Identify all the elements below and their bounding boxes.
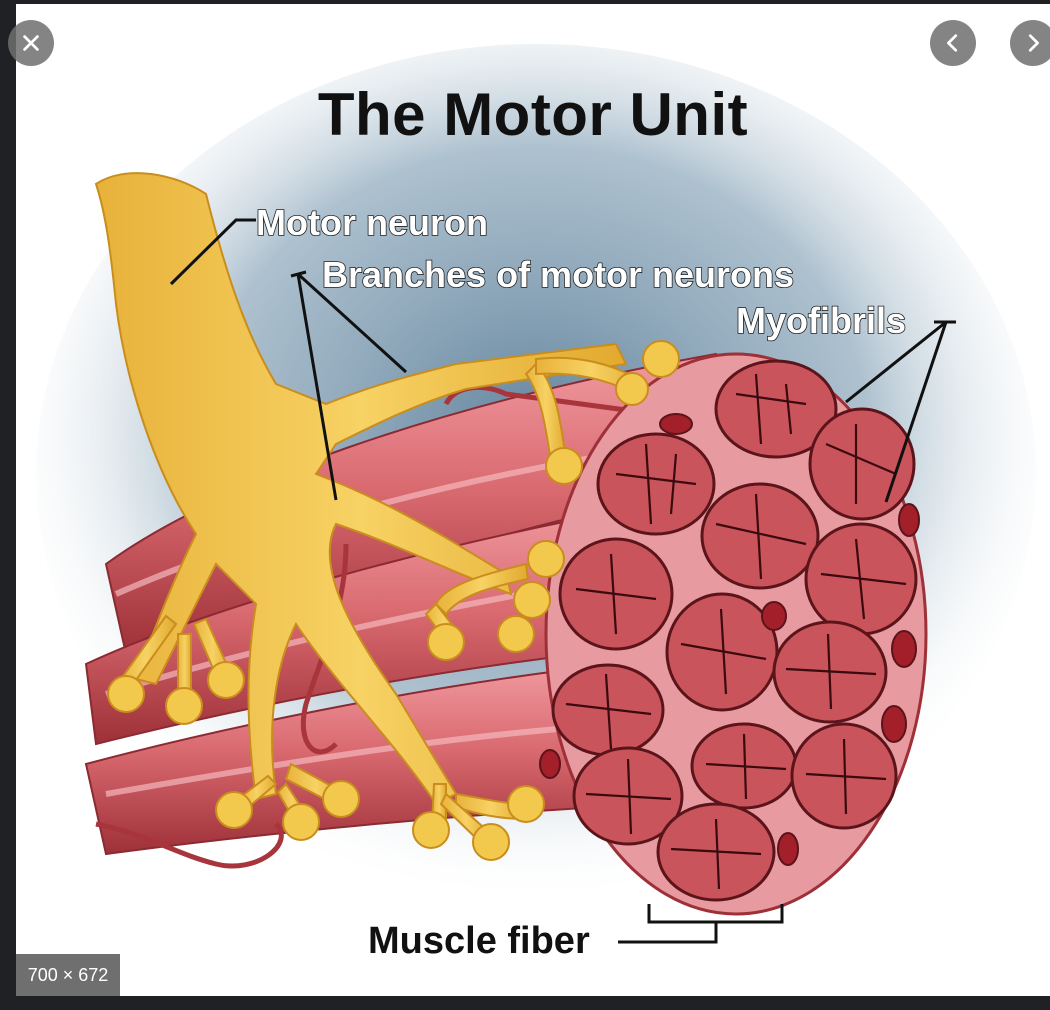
label-myofibrils: Myofibrils bbox=[735, 299, 907, 342]
chevron-left-icon bbox=[947, 34, 958, 52]
diagram-title: The Motor Unit bbox=[317, 81, 749, 148]
label-muscle-fiber: Muscle fiber bbox=[368, 920, 590, 962]
cross-section bbox=[539, 352, 928, 916]
image-size-badge: 700 × 672 bbox=[16, 954, 120, 996]
motor-unit-diagram: The Motor Unit Motor neuron Branches of … bbox=[16, 4, 1050, 996]
label-motor-neuron: Motor neuron bbox=[255, 201, 489, 244]
close-icon bbox=[23, 35, 39, 51]
close-button[interactable] bbox=[8, 20, 54, 66]
leader-lines bbox=[169, 218, 956, 944]
next-button[interactable] bbox=[1010, 20, 1050, 66]
previous-button[interactable] bbox=[930, 20, 976, 66]
synaptic-terminals bbox=[107, 340, 680, 861]
label-branches: Branches of motor neurons bbox=[321, 253, 795, 296]
chevron-right-icon bbox=[1028, 34, 1039, 52]
diagram-illustration bbox=[36, 44, 1036, 944]
